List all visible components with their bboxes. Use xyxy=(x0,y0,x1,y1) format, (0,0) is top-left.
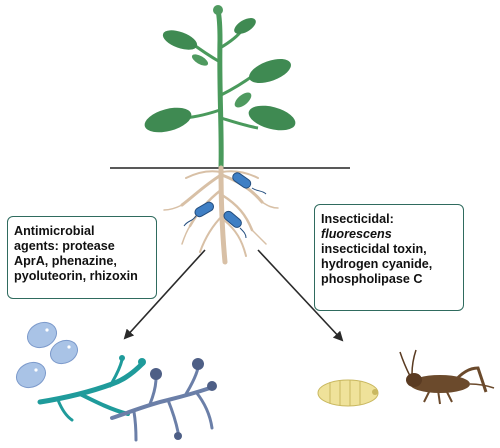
bacterium-icon xyxy=(232,172,267,195)
leaf xyxy=(144,107,192,133)
plant-stem xyxy=(215,7,224,171)
insecticidal-box: Insecticidal: fluorescens insecticidal t… xyxy=(314,204,464,311)
box-line: pyoluteorin, rhizoxin xyxy=(14,269,138,283)
box-line: insecticidal toxin, xyxy=(321,242,427,256)
antimicrobial-agents-box: Antimicrobial agents: protease AprA, phe… xyxy=(7,216,157,299)
leaf xyxy=(162,30,198,50)
fungal-spore-icon xyxy=(15,321,79,389)
bacterium-icon xyxy=(183,201,215,227)
box-line: phospholipase C xyxy=(321,272,423,286)
leaf xyxy=(249,58,291,84)
box-line: Insecticidal: xyxy=(321,212,394,226)
arrow-to-fungi xyxy=(123,249,206,340)
hyphae-icon xyxy=(110,366,214,442)
arrow-to-insects xyxy=(257,249,344,342)
box-line: AprA, phenazine, xyxy=(14,254,117,268)
box-line: Antimicrobial xyxy=(14,224,95,238)
box-line: agents: protease xyxy=(14,239,115,253)
conidia-icon xyxy=(150,358,217,440)
leaf xyxy=(191,54,209,66)
leaf xyxy=(234,18,256,34)
cricket-icon xyxy=(399,349,495,405)
leaf xyxy=(234,92,252,108)
box-line-species: fluorescens xyxy=(321,227,392,241)
plant-bud xyxy=(213,5,223,15)
bacterium-icon xyxy=(223,210,247,239)
box-line: hydrogen cyanide, xyxy=(321,257,433,271)
plant-icon xyxy=(144,5,296,171)
roots xyxy=(163,165,279,265)
leaf xyxy=(248,105,296,131)
larva-icon xyxy=(317,379,379,407)
